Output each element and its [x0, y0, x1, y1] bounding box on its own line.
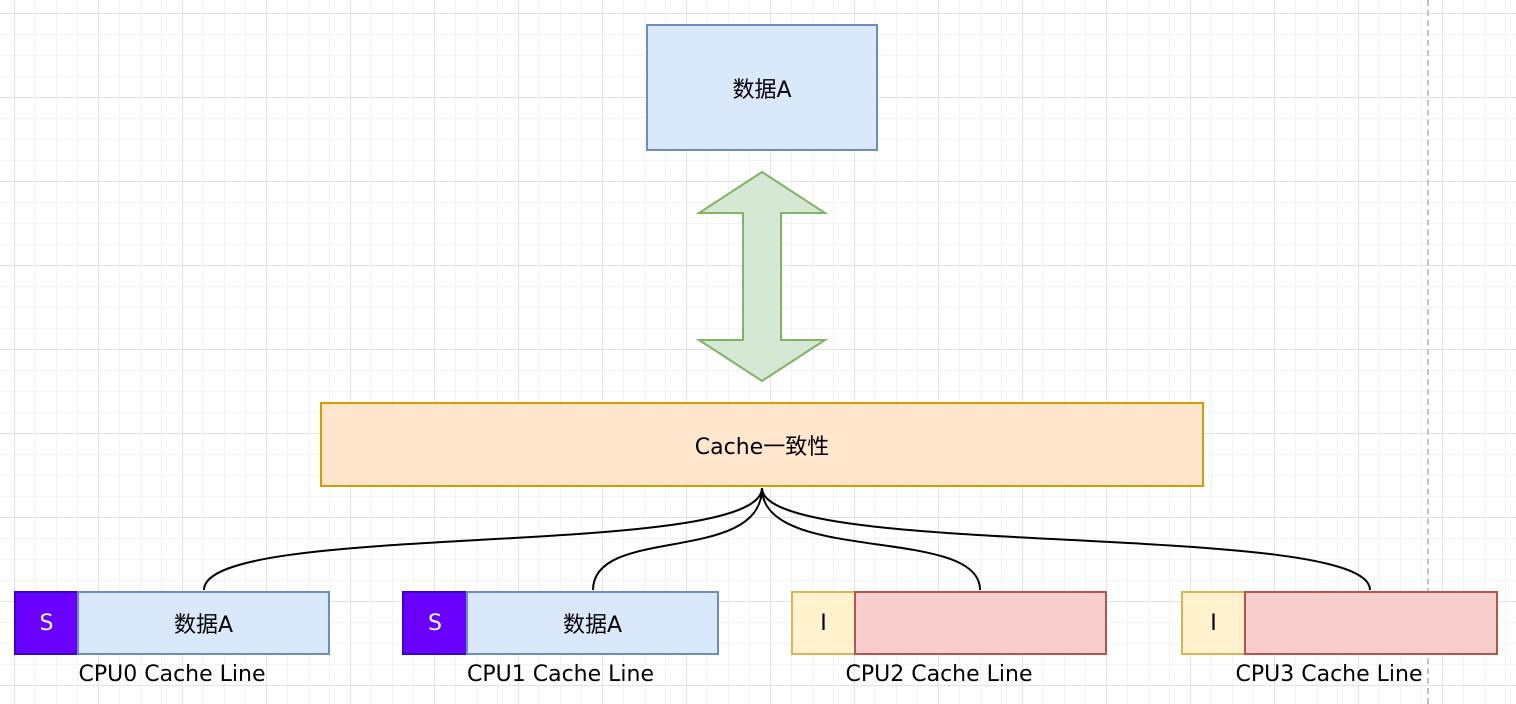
page-boundary-divider: [1427, 0, 1429, 704]
cpu2-caption: CPU2 Cache Line: [845, 662, 1033, 687]
cache-coherence-label: Cache一致性: [694, 434, 830, 460]
cpu1-data-label: 数据A: [562, 613, 623, 638]
connector-cpu1[interactable]: [592, 487, 763, 591]
connector-cpu2[interactable]: [761, 487, 981, 591]
cache-coherence-box[interactable]: Cache一致性: [320, 402, 1204, 487]
cpu2-data-cell[interactable]: [854, 591, 1107, 655]
cpu0-caption: CPU0 Cache Line: [78, 662, 266, 687]
cpu3-data-cell[interactable]: [1244, 591, 1498, 655]
bidirectional-arrow[interactable]: [695, 170, 829, 383]
cpu3-state-cell[interactable]: I: [1181, 591, 1246, 655]
cpu0-state-cell[interactable]: S: [14, 591, 79, 655]
memory-data-box[interactable]: 数据A: [646, 24, 878, 151]
cpu1-caption: CPU1 Cache Line: [467, 662, 654, 687]
cpu1-state-cell[interactable]: S: [402, 591, 468, 655]
cpu2-state-cell[interactable]: I: [791, 591, 856, 655]
cpu2-state-label: I: [820, 610, 827, 636]
connector-cpu3[interactable]: [761, 487, 1371, 591]
cpu3-state-label: I: [1210, 610, 1217, 636]
cpu3-caption: CPU3 Cache Line: [1235, 662, 1423, 687]
cpu0-state-label: S: [39, 610, 54, 636]
connector-cpu0[interactable]: [203, 487, 763, 591]
memory-data-label: 数据A: [732, 77, 792, 103]
cpu0-data-cell[interactable]: 数据A: [77, 591, 330, 655]
cpu0-data-label: 数据A: [173, 613, 234, 638]
cpu1-state-label: S: [428, 610, 442, 636]
cpu1-data-cell[interactable]: 数据A: [466, 591, 719, 655]
